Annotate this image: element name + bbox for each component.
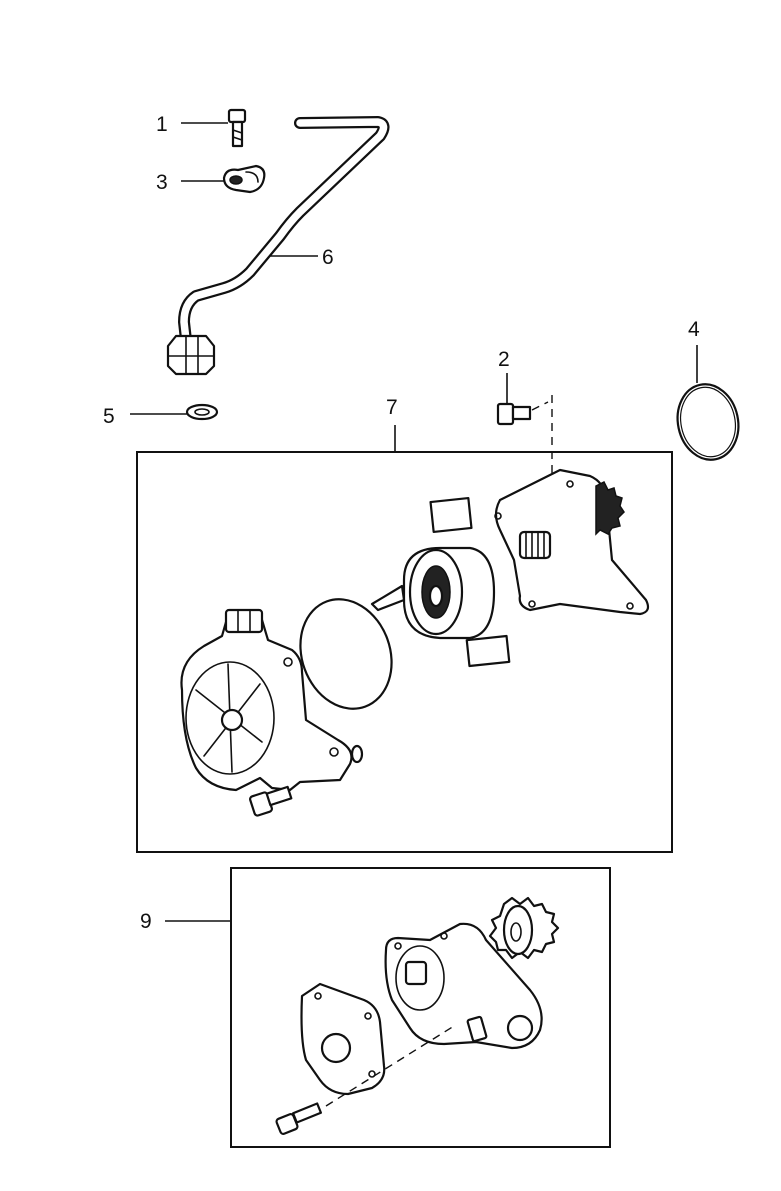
callout-2: 2	[498, 348, 510, 371]
o-ring-part-4	[676, 383, 740, 461]
callout-5: 5	[103, 405, 115, 428]
callout-4: 4	[688, 318, 700, 341]
oil-pump-bolt	[275, 1102, 323, 1135]
vane-lower	[465, 634, 511, 668]
vacuum-pump-assembly	[180, 395, 650, 817]
small-seal	[350, 744, 364, 764]
callout-6: 6	[322, 246, 334, 269]
callout-7: 7	[386, 396, 398, 419]
assembly-box-9	[230, 867, 611, 1148]
oil-pump-body	[384, 922, 543, 1050]
oil-pump-assembly	[275, 896, 560, 1135]
assembly-box-7	[136, 451, 673, 853]
rotor	[370, 546, 496, 640]
vacuum-pipe-part-6	[166, 116, 390, 376]
washer-part-5	[185, 403, 219, 421]
vane-upper	[429, 496, 473, 534]
callout-9: 9	[140, 910, 152, 933]
rear-cover	[494, 468, 650, 616]
screw-part-2	[496, 401, 549, 426]
callout-1: 1	[156, 113, 168, 136]
oil-pump-cover	[300, 982, 386, 1096]
housing-o-ring	[299, 598, 393, 710]
housing-bolt	[249, 785, 293, 817]
bolt-part-1	[227, 108, 247, 148]
pump-housing	[180, 608, 353, 792]
oil-pump-drive-gear	[488, 896, 560, 960]
pipe-clip-part-3	[222, 164, 266, 194]
callout-3: 3	[156, 171, 168, 194]
leader-lines	[130, 122, 698, 922]
